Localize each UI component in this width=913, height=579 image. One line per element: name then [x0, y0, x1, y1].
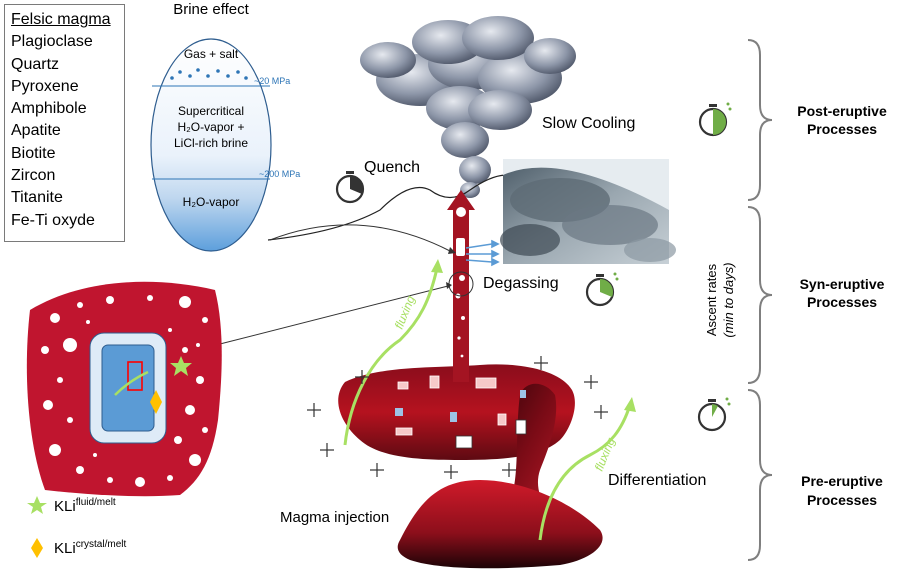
crystal-diamond-icon — [150, 390, 162, 414]
legend-star-icon — [27, 496, 47, 514]
syn-eruptive-label-1: Syn-eruptive — [800, 276, 885, 292]
lower-intrusion — [397, 480, 603, 569]
syn-eruptive-label-2: Processes — [807, 294, 877, 310]
salt-dots — [170, 68, 248, 80]
flux-arrow-2 — [538, 404, 632, 541]
flux-label-2: fluxing — [592, 435, 618, 473]
post-eruptive-label-2: Processes — [807, 121, 877, 137]
fluid-star-icon — [170, 356, 192, 376]
flux-arrow-1-head — [431, 259, 443, 273]
brine-zone-gas: Gas + salt — [184, 47, 239, 61]
mineral-item: Pyroxene — [11, 77, 79, 95]
ascent-rates-range: (min to days) — [721, 262, 736, 337]
brine-zone-super-2: H₂O-vapor + — [177, 120, 244, 134]
mineral-item: Fe-Ti oxyde — [11, 211, 95, 229]
mineral-legend-title: Felsic magma — [11, 11, 111, 28]
pointer-vapor — [269, 224, 451, 252]
pointer-melt — [215, 285, 449, 346]
conduit-arrow — [447, 190, 475, 382]
pre-eruptive-label-2: Processes — [807, 492, 877, 508]
degassing-arrows — [465, 239, 500, 267]
kli-crystal-legend: KLicrystal/melt — [54, 539, 126, 557]
brine-zone-super-1: Supercritical — [178, 104, 244, 118]
brine-oval — [150, 38, 272, 252]
quench-timer-icon — [335, 171, 365, 204]
mineral-item: Quartz — [11, 55, 60, 73]
mineral-item: Titanite — [11, 189, 63, 207]
flux-arrow-1 — [343, 267, 439, 446]
brine-zone-vapor: H₂O-vapor — [183, 195, 240, 209]
pre-eruptive-label-1: Pre-eruptive — [801, 473, 883, 489]
mineral-item: Amphibole — [11, 100, 87, 118]
mineral-item: Plagioclase — [11, 33, 93, 51]
ground-surface — [267, 174, 506, 241]
inclusion-flux-line — [114, 370, 149, 396]
degassing-timer-icon — [585, 272, 619, 307]
differentiation-label: Differentiation — [608, 472, 706, 489]
differentiation-timer-icon — [697, 397, 731, 432]
process-braces — [747, 39, 773, 561]
mineral-item: Apatite — [11, 122, 61, 140]
pressure-high-label: ~200 MPa — [259, 169, 300, 179]
eruption-cloud — [360, 16, 576, 198]
legend-diamond-icon — [31, 538, 43, 558]
post-eruptive-label-1: Post-eruptive — [797, 103, 887, 119]
country-rock-crosses — [307, 356, 608, 479]
melt-vesicles — [41, 295, 208, 487]
magma-injection-label: Magma injection — [280, 509, 389, 526]
pointer-melt-head — [446, 282, 452, 289]
slow-cooling-timer-icon — [698, 102, 732, 137]
pressure-low-label: ~20 MPa — [254, 76, 290, 86]
degassing-label: Degassing — [483, 275, 559, 292]
chamber-crystals — [395, 375, 527, 449]
slow-cooling-label: Slow Cooling — [542, 115, 635, 132]
mineral-item: Zircon — [11, 167, 56, 185]
brine-title: Brine effect — [173, 1, 249, 18]
pyroclastic-flow-photo — [500, 159, 676, 264]
ascent-rates-label: Ascent rates — [704, 263, 719, 336]
kli-fluid-legend: KLifluid/melt — [54, 497, 116, 515]
mineral-item: Biotite — [11, 144, 56, 162]
brine-zone-super-3: LiCl-rich brine — [174, 136, 248, 150]
flux-arrow-2-head — [624, 397, 636, 412]
pointer-vapor-head — [448, 247, 456, 254]
quench-label: Quench — [364, 159, 420, 176]
